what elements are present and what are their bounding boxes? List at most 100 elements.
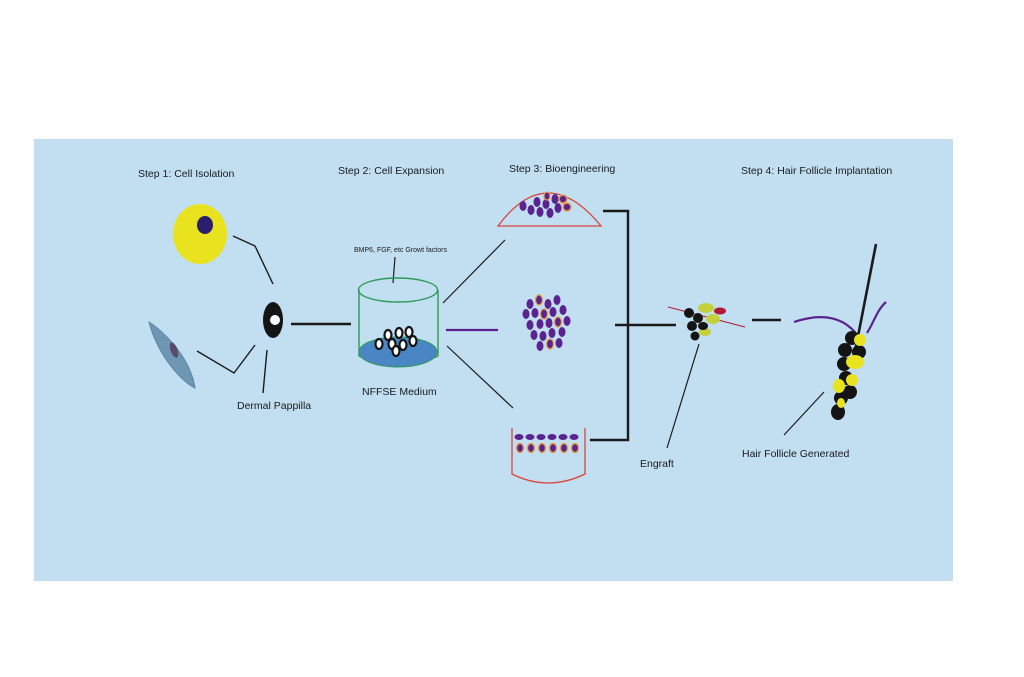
purple-cell <box>544 299 552 309</box>
dermal-papilla-nucleus <box>270 315 280 325</box>
purple-cell <box>525 434 535 440</box>
purple-cell <box>553 316 563 328</box>
follicle-black-part <box>684 308 694 318</box>
expanded-cell <box>391 344 401 358</box>
hanging-drop-dome <box>496 192 603 227</box>
dome-cells <box>519 191 572 218</box>
purple-cell <box>548 442 558 454</box>
purple-cell <box>543 191 551 201</box>
purple-cell <box>526 442 536 454</box>
well-cells <box>514 434 580 454</box>
purple-cell <box>551 194 559 204</box>
follicle-red-part <box>714 307 726 315</box>
follicle-black-part <box>838 343 852 357</box>
branch-to-dome <box>442 239 506 304</box>
purple-cell <box>527 205 535 215</box>
purple-cell <box>553 295 561 305</box>
purple-cell <box>555 338 563 348</box>
purple-cell <box>536 434 546 440</box>
purple-cell <box>547 434 557 440</box>
engraft-group: Engraft <box>640 303 781 470</box>
branch-to-well <box>446 345 514 409</box>
yellow-cell-nucleus <box>197 216 213 234</box>
purple-cell <box>549 307 557 317</box>
spindle-cell <box>148 320 196 389</box>
follicle-yellow-part <box>699 328 711 336</box>
purple-cell <box>559 442 569 454</box>
purple-cell <box>534 294 544 306</box>
purple-cell <box>536 207 544 217</box>
purple-cell <box>539 308 549 320</box>
purple-cell <box>559 305 567 315</box>
purple-cell <box>563 316 571 326</box>
yellow-round-cell <box>173 204 227 264</box>
follicle-yellow-part <box>846 374 858 386</box>
purple-cell <box>539 331 547 341</box>
purple-cell <box>542 199 550 209</box>
step-2-heading: Step 2: Cell Expansion <box>338 165 444 177</box>
purple-cell <box>514 434 524 440</box>
culture-well <box>511 428 586 484</box>
follicle-yellow-part <box>833 379 845 393</box>
purple-cell <box>548 328 556 338</box>
follicle-bulb <box>831 331 866 420</box>
purple-cell <box>558 194 568 204</box>
expanded-cell <box>394 326 404 340</box>
purple-cell <box>554 203 562 213</box>
purple-cell <box>536 341 544 351</box>
purple-cell <box>515 442 525 454</box>
purple-cell <box>536 319 544 329</box>
purple-cell <box>519 201 527 211</box>
expanded-cells <box>374 325 418 358</box>
culture-flask-rim <box>357 277 439 303</box>
follicle-yellow-part <box>698 303 714 313</box>
follicle-generated-label: Hair Follicle Generated <box>742 448 850 460</box>
purple-cell <box>522 309 530 319</box>
purple-cell <box>558 434 568 440</box>
purple-cell <box>545 318 553 328</box>
connector-yellow-to-papilla <box>232 235 274 285</box>
purple-cell <box>545 338 555 350</box>
purple-cell <box>530 330 538 340</box>
purple-cell <box>526 299 534 309</box>
follicle-black-part <box>687 321 697 331</box>
follicle-black-part <box>693 313 703 323</box>
purple-cell <box>569 434 579 440</box>
purple-cell <box>531 308 539 318</box>
expanded-cell <box>374 337 384 351</box>
engraft-label: Engraft <box>640 458 674 470</box>
purple-cell <box>533 197 541 207</box>
follicle-yellow-part <box>706 314 720 324</box>
purple-cell <box>558 327 566 337</box>
hair-shaft-purple <box>793 316 859 337</box>
expanded-cell <box>383 328 393 342</box>
follicle-yellow-part <box>854 334 866 346</box>
spheroid-cluster <box>522 294 571 351</box>
step-4-heading: Step 4: Hair Follicle Implantation <box>741 165 892 177</box>
dermal-papilla-label: Dermal Pappilla <box>237 400 311 412</box>
medium-label: NFFSE Medium <box>362 386 437 398</box>
expanded-cell <box>408 334 418 348</box>
purple-cell <box>526 320 534 330</box>
spindle-cell-nucleus <box>169 342 179 358</box>
expanded-cell <box>398 338 408 352</box>
follicle-yellow-part <box>846 355 864 369</box>
follicle-black-part <box>698 322 708 330</box>
expanded-cell <box>404 325 414 339</box>
engraft-pointer <box>666 343 700 449</box>
step-1-cell-isolation: Dermal Pappilla <box>148 204 351 412</box>
purple-cell <box>570 442 580 454</box>
connector-spindle-to-papilla <box>196 344 256 374</box>
engraft-axis-line <box>667 306 746 328</box>
step-4-hair-follicle: Hair Follicle Generated <box>742 243 887 460</box>
step-2-cell-expansion: BMP6, FGF, etc Growt factors NFFSE Mediu… <box>354 239 514 409</box>
purple-cell <box>546 208 554 218</box>
follicle-yellow-part <box>837 398 845 408</box>
step-1-heading: Step 1: Cell Isolation <box>138 168 234 180</box>
follicle-black-part <box>690 331 700 341</box>
hair-shaft-purple-right <box>866 301 887 334</box>
step-3-bioengineering <box>496 191 676 484</box>
purple-cell <box>562 202 572 212</box>
follicle-black-part <box>831 404 845 420</box>
